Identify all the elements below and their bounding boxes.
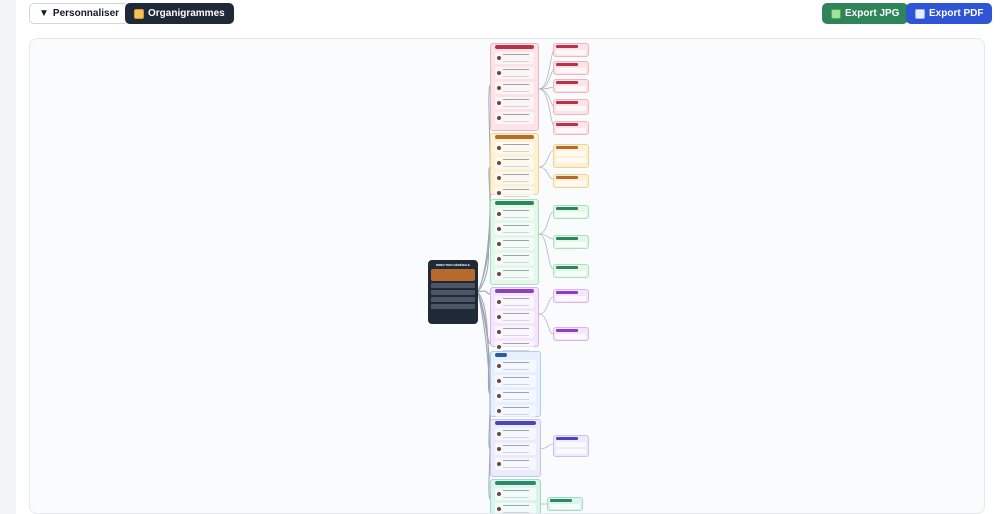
customize-button[interactable]: ▼ Personnaliser <box>29 3 130 24</box>
department-orange[interactable] <box>490 133 539 199</box>
org-chart-canvas[interactable]: DIRECTION GÉNÉRALE <box>29 38 985 514</box>
document-icon <box>915 8 925 19</box>
org-charts-label: Organigrammes <box>148 8 225 19</box>
sub-unit[interactable] <box>553 99 589 115</box>
sub-unit[interactable] <box>553 79 589 93</box>
person-card[interactable] <box>495 296 534 308</box>
person-card[interactable] <box>495 52 534 64</box>
root-director-card[interactable] <box>431 269 475 281</box>
department-indigo[interactable] <box>490 419 541 477</box>
department-header <box>495 481 536 485</box>
person-card[interactable] <box>495 82 534 94</box>
sub-unit[interactable] <box>553 435 589 457</box>
person-card[interactable] <box>495 157 534 169</box>
sub-unit[interactable] <box>553 121 589 135</box>
department-header <box>495 289 534 293</box>
folder-icon <box>134 8 144 19</box>
org-charts-button[interactable]: Organigrammes <box>125 3 234 24</box>
root-advisor-card[interactable] <box>431 297 475 302</box>
person-card[interactable] <box>495 503 536 513</box>
person-card[interactable] <box>495 405 536 417</box>
person-card[interactable] <box>495 488 536 500</box>
image-icon <box>831 8 841 19</box>
export-jpg-label: Export JPG <box>845 8 900 19</box>
department-blue[interactable] <box>490 351 541 417</box>
person-card[interactable] <box>495 326 534 338</box>
person-card[interactable] <box>495 253 534 265</box>
person-card[interactable] <box>495 223 534 235</box>
sub-unit[interactable] <box>553 144 589 168</box>
caret-down-icon: ▼ <box>39 8 49 19</box>
sub-unit[interactable] <box>553 61 589 75</box>
person-card[interactable] <box>495 112 534 124</box>
root-node[interactable]: DIRECTION GÉNÉRALE <box>428 260 478 324</box>
person-card[interactable] <box>495 172 534 184</box>
person-card[interactable] <box>495 311 534 323</box>
department-header <box>495 421 536 425</box>
sub-unit[interactable] <box>547 497 583 511</box>
person-card[interactable] <box>495 142 534 154</box>
person-card[interactable] <box>495 458 536 470</box>
department-green[interactable] <box>490 199 539 285</box>
root-assistant-card[interactable] <box>431 290 475 295</box>
person-card[interactable] <box>495 97 534 109</box>
app-frame: ▼ Personnaliser Organigrammes Export JPG… <box>16 0 1000 514</box>
department-header <box>495 201 534 205</box>
export-jpg-button[interactable]: Export JPG <box>822 3 909 24</box>
sub-unit[interactable] <box>553 264 589 278</box>
sub-unit[interactable] <box>553 327 589 341</box>
root-staff-card[interactable] <box>431 304 475 309</box>
department-teal[interactable] <box>490 479 541 513</box>
department-header <box>495 45 534 49</box>
sub-unit[interactable] <box>553 289 589 303</box>
department-header <box>495 353 507 357</box>
customize-label: Personnaliser <box>52 8 120 19</box>
person-card[interactable] <box>495 390 536 402</box>
person-card[interactable] <box>495 341 534 353</box>
department-red[interactable] <box>490 43 539 131</box>
sub-unit[interactable] <box>553 174 589 188</box>
connector-lines <box>477 48 556 505</box>
person-card[interactable] <box>495 208 534 220</box>
sub-unit[interactable] <box>553 235 589 249</box>
person-card[interactable] <box>495 67 534 79</box>
department-header <box>495 135 534 139</box>
person-card[interactable] <box>495 375 536 387</box>
person-card[interactable] <box>495 187 534 199</box>
person-card[interactable] <box>495 238 534 250</box>
toolbar: ▼ Personnaliser Organigrammes Export JPG… <box>16 0 1000 30</box>
root-title: DIRECTION GÉNÉRALE <box>435 263 470 267</box>
root-deputy-card[interactable] <box>431 283 475 288</box>
export-pdf-button[interactable]: Export PDF <box>906 3 993 24</box>
sub-unit[interactable] <box>553 205 589 219</box>
person-card[interactable] <box>495 443 536 455</box>
person-card[interactable] <box>495 360 536 372</box>
sub-unit[interactable] <box>553 43 589 57</box>
person-card[interactable] <box>495 268 534 280</box>
export-pdf-label: Export PDF <box>929 8 984 19</box>
person-card[interactable] <box>495 428 536 440</box>
department-purple[interactable] <box>490 287 539 353</box>
